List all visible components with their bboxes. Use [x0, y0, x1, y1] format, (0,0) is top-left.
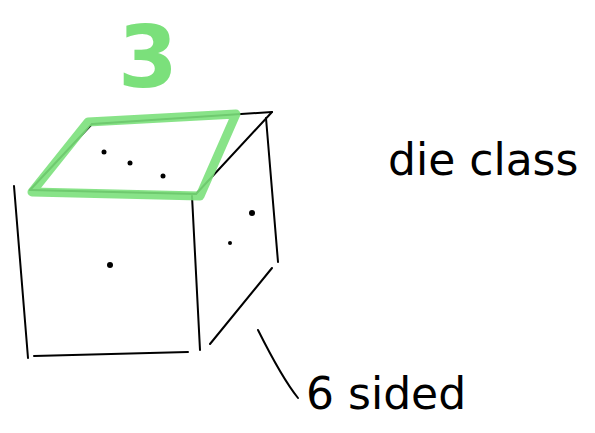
pip	[161, 174, 166, 179]
pip	[249, 210, 255, 216]
part-label: 6 sided	[306, 372, 466, 416]
pip	[228, 241, 232, 245]
leader-line	[258, 330, 298, 398]
pip	[107, 262, 113, 268]
note-label: die class	[388, 138, 578, 182]
pip	[102, 150, 107, 155]
cube-edge	[210, 268, 272, 344]
cube-edge	[34, 352, 188, 356]
highlight-face	[32, 114, 236, 196]
pip	[128, 161, 133, 166]
callout-number: 3	[118, 14, 178, 100]
cube-edge	[266, 118, 278, 262]
cube-edge	[192, 196, 200, 350]
cube-edge	[14, 186, 28, 358]
